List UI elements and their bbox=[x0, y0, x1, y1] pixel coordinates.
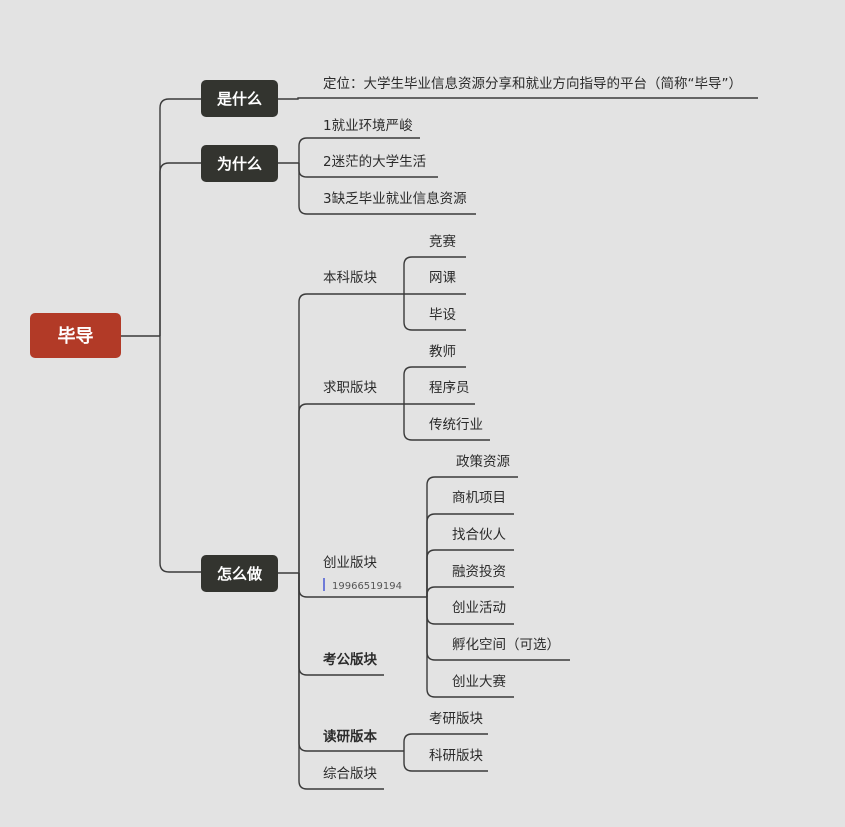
how-civil[interactable]: 考公版块 bbox=[323, 651, 377, 668]
why-item-1[interactable]: 1就业环境严峻 bbox=[323, 118, 413, 134]
topic-why-label: 为什么 bbox=[217, 155, 262, 173]
startup-note[interactable]: 19966519194 bbox=[332, 581, 402, 592]
startup-item[interactable]: 融资投资 bbox=[452, 564, 506, 580]
topic-how[interactable]: 怎么做 bbox=[201, 555, 278, 592]
job-item[interactable]: 程序员 bbox=[429, 380, 470, 396]
startup-item[interactable]: 创业活动 bbox=[452, 600, 506, 616]
topic-why[interactable]: 为什么 bbox=[201, 145, 278, 182]
startup-item[interactable]: 商机项目 bbox=[452, 490, 506, 506]
how-undergrad[interactable]: 本科版块 bbox=[323, 270, 377, 286]
startup-item[interactable]: 创业大赛 bbox=[452, 674, 506, 690]
grad-item[interactable]: 科研版块 bbox=[429, 748, 483, 764]
undergrad-item[interactable]: 毕设 bbox=[429, 307, 456, 323]
how-startup[interactable]: 创业版块 bbox=[323, 555, 377, 571]
root-node[interactable]: 毕导 bbox=[30, 313, 121, 358]
how-grad[interactable]: 读研版本 bbox=[323, 728, 377, 745]
job-item[interactable]: 教师 bbox=[429, 344, 456, 360]
why-item-3[interactable]: 3缺乏毕业就业信息资源 bbox=[323, 190, 467, 207]
undergrad-item[interactable]: 竞赛 bbox=[429, 233, 456, 250]
topic-how-label: 怎么做 bbox=[217, 565, 263, 583]
why-item-2[interactable]: 2迷茫的大学生活 bbox=[323, 154, 426, 170]
undergrad-item[interactable]: 网课 bbox=[429, 270, 456, 286]
note-marker bbox=[323, 578, 325, 591]
startup-item[interactable]: 找合伙人 bbox=[452, 527, 506, 543]
topic-what-label: 是什么 bbox=[216, 90, 262, 108]
job-item[interactable]: 传统行业 bbox=[429, 417, 483, 433]
what-definition[interactable]: 定位：大学生毕业信息资源分享和就业方向指导的平台（简称“毕导”） bbox=[323, 75, 742, 92]
startup-item[interactable]: 政策资源 bbox=[456, 453, 510, 470]
root-label: 毕导 bbox=[58, 326, 94, 347]
startup-item[interactable]: 孵化空间（可选） bbox=[452, 637, 560, 653]
how-general[interactable]: 综合版块 bbox=[323, 766, 377, 782]
topic-what[interactable]: 是什么 bbox=[201, 80, 278, 117]
grad-item[interactable]: 考研版块 bbox=[429, 711, 483, 727]
connectors bbox=[121, 97, 758, 790]
how-job[interactable]: 求职版块 bbox=[323, 380, 377, 396]
